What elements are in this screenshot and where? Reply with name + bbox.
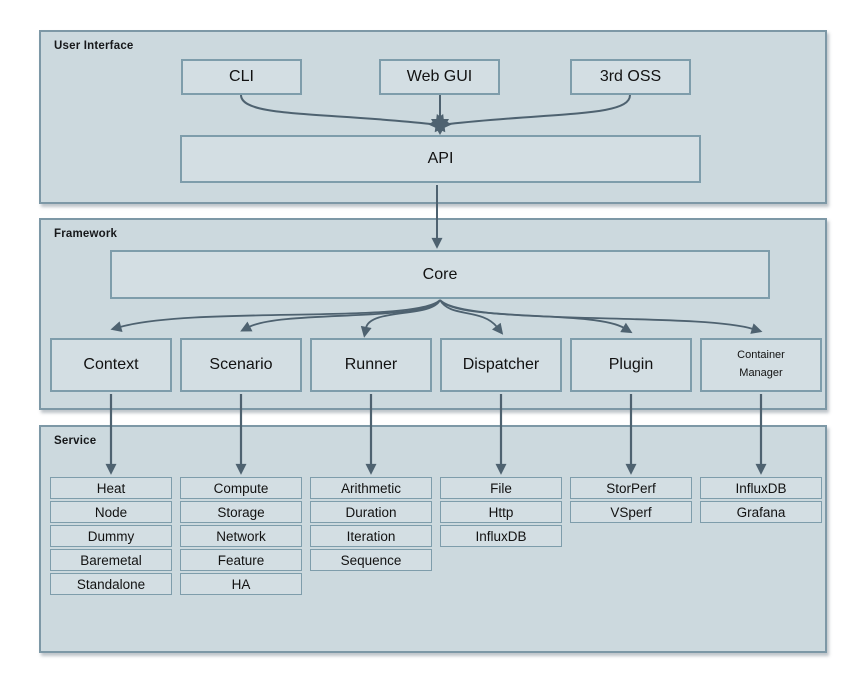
service-cell-http: Http [440,501,562,523]
service-cell-file: File [440,477,562,499]
service-column-container-manager: InfluxDB Grafana [700,477,822,523]
box-3rd-oss: 3rd OSS [570,59,691,95]
service-cell-grafana: Grafana [700,501,822,523]
service-cell-feature: Feature [180,549,302,571]
service-cell-standalone: Standalone [50,573,172,595]
module-plugin: Plugin [570,338,692,392]
module-scenario: Scenario [180,338,302,392]
service-column-scenario: Compute Storage Network Feature HA [180,477,302,595]
service-cell-baremetal: Baremetal [50,549,172,571]
service-cell-storperf: StorPerf [570,477,692,499]
section-title-user-interface: User Interface [54,40,134,52]
box-web-gui: Web GUI [379,59,500,95]
service-cell-node: Node [50,501,172,523]
service-cell-iteration: Iteration [310,525,432,547]
service-column-runner: Arithmetic Duration Iteration Sequence [310,477,432,571]
service-column-plugin: StorPerf VSperf [570,477,692,523]
box-api: API [180,135,701,183]
service-cell-ha: HA [180,573,302,595]
section-title-service: Service [54,435,97,447]
service-column-context: Heat Node Dummy Baremetal Standalone [50,477,172,595]
service-cell-duration: Duration [310,501,432,523]
service-cell-dummy: Dummy [50,525,172,547]
box-core: Core [110,250,770,299]
service-cell-vsperf: VSperf [570,501,692,523]
module-runner: Runner [310,338,432,392]
service-cell-sequence: Sequence [310,549,432,571]
service-cell-compute: Compute [180,477,302,499]
service-cell-influxdb-2: InfluxDB [700,477,822,499]
service-cell-network: Network [180,525,302,547]
service-cell-influxdb: InfluxDB [440,525,562,547]
module-context: Context [50,338,172,392]
service-cell-heat: Heat [50,477,172,499]
box-cli: CLI [181,59,302,95]
service-cell-storage: Storage [180,501,302,523]
module-container-manager: Container Manager [700,338,822,392]
service-cell-arithmetic: Arithmetic [310,477,432,499]
service-column-dispatcher: File Http InfluxDB [440,477,562,547]
module-dispatcher: Dispatcher [440,338,562,392]
section-title-framework: Framework [54,228,118,240]
